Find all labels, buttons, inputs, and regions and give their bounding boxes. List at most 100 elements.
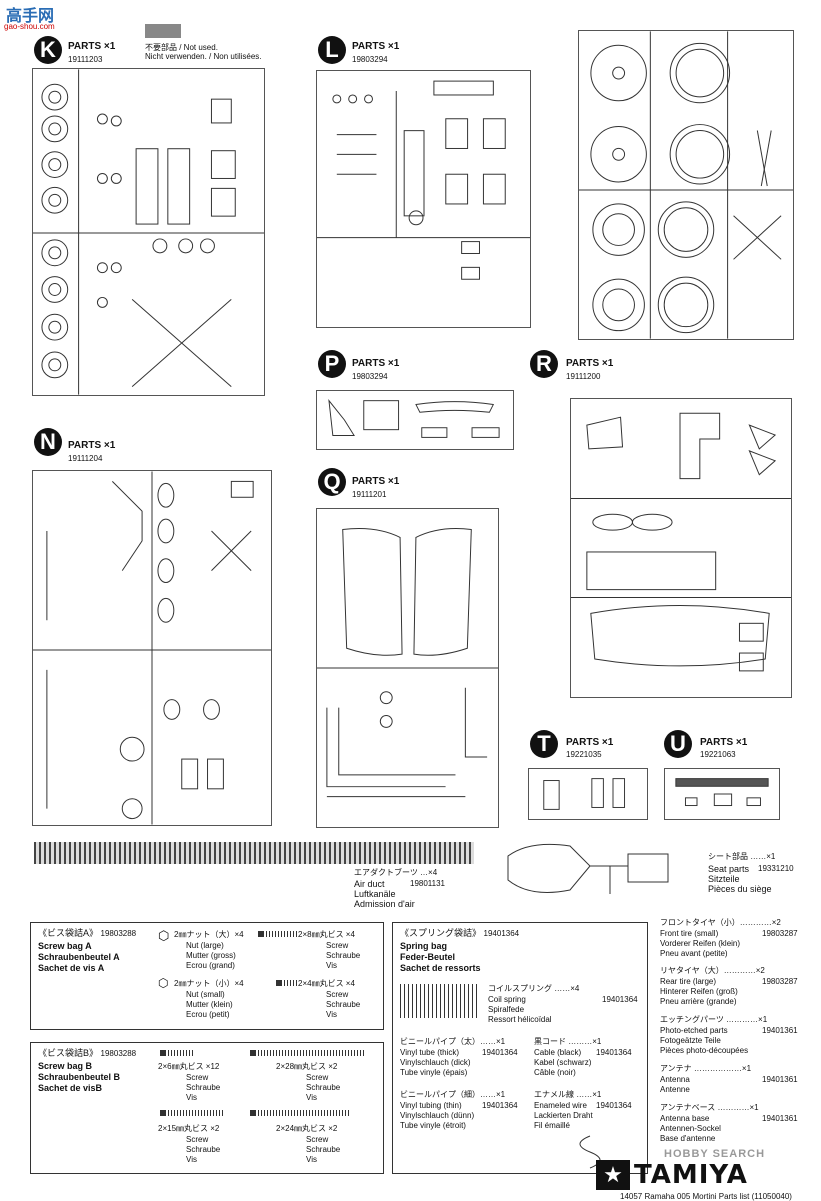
coil-spring-fr: Ressort hélicoïdal [488,1015,552,1024]
screw-a-item-4-jp: 2×4㎜丸ビス ×4 [298,979,355,988]
sprue-r-frame [570,398,792,698]
sprue-l-title: PARTS ×1 [352,41,400,52]
antenna-base-code: 19401361 [762,1114,798,1123]
antenna-base-jp: アンテナベース …………×1 [660,1103,759,1112]
screw-bag-b-box [30,1042,384,1174]
vinyl-thick-code: 19401364 [482,1048,518,1057]
cable-code: 19401364 [596,1048,632,1057]
sprue-u-drawing [675,778,769,807]
screw-b-item-2-l2: Schraube [306,1083,341,1092]
screw-8mm-icon [258,931,297,937]
antenna-code: 19401361 [762,1075,798,1084]
sprue-r-drawing [571,412,791,672]
front-tire-code: 19803287 [762,929,798,938]
screw-28mm-icon [250,1050,365,1056]
screw-b-item-1-l2: Schraube [186,1083,221,1092]
sprue-badge-u: U [664,730,692,758]
seat-code: 19331210 [758,864,794,873]
coil-spring-icon [400,984,478,1018]
sprue-r-code: 19111200 [566,372,601,381]
screw-a-item-3-l3: Ecrou (petit) [186,1010,230,1019]
screw-a-item-1-jp: 2㎜ナット（大）×4 [174,930,244,939]
vinyl-thin-code: 19401364 [482,1101,518,1110]
screw-bag-a-box [30,922,384,1030]
sprue-n-code: 19111204 [68,454,103,463]
spring-bag-de: Feder-Beutel [400,952,456,962]
sprue-badge-k: K [34,36,62,64]
screw-b-item-3-jp: 2×15㎜丸ビス ×2 [158,1124,220,1133]
spring-bag-title: 《スプリング袋詰》 19401364 [400,928,520,938]
photo-etched-fr: Pièces photo-découpées [660,1046,749,1055]
sprue-k-title: PARTS ×1 [68,41,116,52]
sprue-badge-p: P [318,350,346,378]
screw-a-item-1-l1: Nut (large) [186,941,224,950]
air-duct-code: 19801131 [410,879,445,888]
hobby-search-watermark: HOBBY SEARCH [664,1148,766,1160]
photo-etched-de: Fotogeätzte Teile [660,1036,721,1045]
vinyl-thick-jp: ビニールパイプ（太）……×1 [400,1037,506,1046]
antenna-base-de: Antennen-Sockel [660,1124,721,1133]
front-tire-en: Front tire (small) [660,929,719,938]
screw-bag-a-de: Schraubenbeutel A [38,952,120,962]
screw-a-item-1-l2: Mutter (gross) [186,951,236,960]
sprue-p-drawing [328,399,500,438]
sprue-badge-q: Q [318,468,346,496]
sprue-l-frame [316,70,531,328]
vinyl-thick-en: Vinyl tube (thick) [400,1048,459,1057]
sprue-badge-t: T [530,730,558,758]
screw-a-item-4-l2: Schraube [326,1000,361,1009]
screw-a-item-3-l2: Mutter (klein) [186,1000,233,1009]
screw-a-item-1-l3: Ecrou (grand) [186,961,235,970]
screw-a-item-4-l1: Screw [326,990,349,999]
antenna-base-en: Antenna base [660,1114,710,1123]
screw-15mm-icon [160,1110,225,1116]
sprue-k-frame [32,68,265,396]
cable-jp: 黒コード ………×1 [534,1037,602,1046]
seat-fr: Pièces du siège [708,884,772,894]
coil-spring-de: Spiralfede [488,1005,525,1014]
screw-bag-a-fr: Sachet de vis A [38,963,105,973]
screw-b-item-1-jp: 2×6㎜丸ビス ×12 [158,1062,220,1071]
screw-bag-b-en: Screw bag B [38,1061,93,1071]
rear-tire-code: 19803287 [762,977,798,986]
tamiya-logo: TAMIYA [634,1160,748,1190]
not-used-de-fr: Nicht verwenden. / Non utilisées. [145,52,262,61]
screw-b-item-2-l3: Vis [306,1093,317,1102]
sprue-k-drawing [33,69,264,395]
sprue-q-drawing [317,528,498,798]
screw-bag-a-en: Screw bag A [38,941,92,951]
cable-fr: Câble (noir) [534,1068,576,1077]
wire-de: Lackierten Draht [534,1111,593,1120]
screw-b-item-1-l1: Screw [186,1073,209,1082]
screw-24mm-icon [250,1110,349,1116]
photo-etched-code: 19401361 [762,1026,798,1035]
sprue-q-frame [316,508,499,828]
rear-tire-jp: リヤタイヤ（大）…………×2 [660,966,765,975]
sprue-p-code: 19803294 [352,372,388,381]
photo-etched-en: Photo-etched parts [660,1026,728,1035]
site-brand: 高手网 [6,6,55,25]
wheels-drawing [579,31,793,339]
antenna-en: Antenna [660,1075,690,1084]
sprue-n-frame [32,470,272,826]
screw-b-item-4-l3: Vis [306,1155,317,1164]
screw-bag-b-title: 《ビス袋詰B》 19803288 [38,1048,137,1058]
air-duct-jp: エアダクトブーツ …×4 [354,868,438,877]
coil-spring-en: Coil spring [488,995,526,1004]
sprue-t-frame [528,768,648,820]
sprue-r-title: PARTS ×1 [566,358,614,369]
coil-spring-jp: コイルスプリング ……×4 [488,984,580,993]
wire-en: Enameled wire [534,1101,587,1110]
seat-de: Sitzteile [708,874,740,884]
wheels-frame [578,30,794,340]
sprue-p-title: PARTS ×1 [352,358,400,369]
screw-bag-b-de: Schraubenbeutel B [38,1072,121,1082]
seat-jp: シート部品 ……×1 [708,852,776,861]
screw-bag-b-fr: Sachet de visB [38,1083,103,1093]
sprue-q-code: 19111201 [352,490,387,499]
wire-fr: Fil émaillé [534,1121,571,1130]
sprue-badge-r: R [530,350,558,378]
screw-a-item-4-l3: Vis [326,1010,337,1019]
screw-a-item-2-l2: Schraube [326,951,361,960]
front-tire-jp: フロントタイヤ（小）…………×2 [660,918,781,927]
